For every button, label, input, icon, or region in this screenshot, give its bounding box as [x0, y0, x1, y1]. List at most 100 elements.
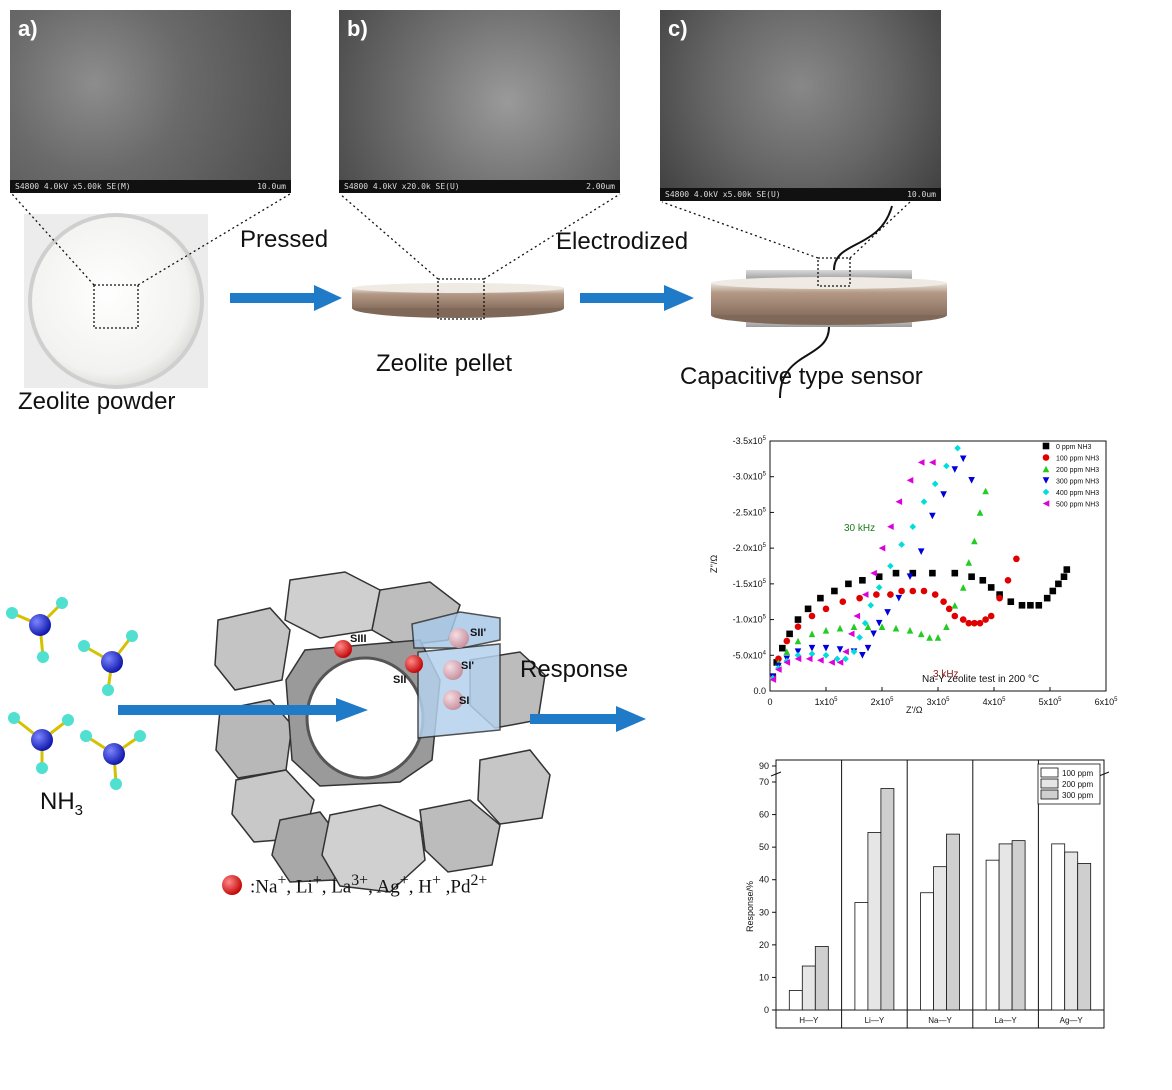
y-tick-label: -3.0x105	[733, 472, 767, 482]
series-3	[769, 455, 975, 681]
series-5	[769, 459, 936, 683]
data-point	[833, 655, 841, 663]
data-point	[783, 637, 791, 645]
data-point	[1043, 594, 1051, 602]
site-label: SIII	[350, 633, 367, 645]
site-sii-prime	[449, 628, 469, 648]
data-point	[853, 612, 861, 620]
cation-sii	[405, 655, 423, 673]
plot-area	[775, 759, 1105, 1029]
data-point	[920, 498, 928, 506]
bar	[985, 859, 1000, 1011]
data-point	[987, 612, 995, 620]
y-tick-label: 60	[759, 810, 769, 820]
data-point	[1013, 555, 1020, 563]
x-tick-label: 5x105	[1039, 697, 1063, 707]
capacitive-sensor	[711, 270, 947, 327]
zoom-box-sensor	[817, 257, 851, 287]
data-point	[943, 462, 950, 470]
data-point	[794, 648, 802, 656]
data-point	[909, 569, 917, 577]
x-category-label: La—Y	[994, 1016, 1017, 1025]
data-point	[917, 548, 925, 556]
data-point	[976, 509, 984, 516]
sem-image-c: c) S4800 4.0kV x5.00k SE(U) 10.0um	[660, 10, 941, 201]
legend-label: 400 ppm NH3	[1056, 490, 1099, 497]
sem-scale-c: 10.0um	[907, 190, 936, 199]
data-point	[996, 591, 1003, 598]
data-point	[773, 659, 781, 666]
data-point	[943, 623, 950, 631]
legend-label: 500 ppm NH3	[1056, 502, 1099, 509]
legend-swatch	[1040, 778, 1059, 789]
sem-image-b: b) S4800 4.0kV x20.0k SE(U) 2.00um	[339, 10, 620, 193]
x-category-label: Li—Y	[865, 1016, 885, 1025]
data-point	[828, 659, 835, 666]
data-point	[968, 573, 975, 581]
data-point	[808, 630, 816, 638]
nh3-subscript: 3	[74, 801, 84, 819]
data-point	[959, 455, 967, 463]
x-tick-label: 3x105	[927, 697, 951, 707]
data-point	[1018, 601, 1026, 609]
y-axis-label: Z''/Ω	[709, 555, 719, 573]
data-point	[920, 587, 928, 595]
freq-label-30khz: 30 kHz	[844, 523, 875, 534]
data-point	[769, 676, 777, 683]
bar	[788, 990, 803, 1011]
sensor-wire-top	[833, 205, 893, 271]
data-point	[965, 619, 973, 627]
data-point	[968, 476, 975, 484]
process-arrow-1	[230, 285, 342, 311]
data-point	[971, 537, 978, 545]
bar	[920, 892, 934, 1011]
data-point	[875, 584, 883, 591]
bar	[1011, 840, 1026, 1011]
data-point	[979, 576, 987, 584]
data-point	[836, 646, 844, 653]
site-label: SI'	[461, 660, 474, 672]
data-point	[917, 630, 925, 638]
data-point	[1004, 576, 1012, 584]
series-4	[769, 444, 961, 682]
bar	[946, 833, 960, 1011]
data-point	[1042, 465, 1050, 473]
bar	[867, 832, 882, 1011]
data-point	[805, 655, 813, 663]
nh3-entry-arrow	[118, 698, 368, 722]
nh3-molecule	[6, 597, 68, 663]
data-point	[887, 562, 894, 570]
data-point	[909, 523, 917, 531]
zoom-line	[339, 193, 439, 280]
legend-label: 200 ppm NH3	[1056, 467, 1099, 474]
site-label: SII'	[470, 627, 486, 639]
zeolite-powder-photo	[24, 213, 208, 389]
data-point	[822, 651, 830, 659]
bar	[933, 866, 947, 1011]
data-point	[867, 601, 875, 609]
legend-swatch	[1040, 789, 1059, 800]
sem-image-a: a) S4800 4.0kV x5.00k SE(M) 10.0um	[10, 10, 291, 193]
data-point	[982, 616, 989, 623]
data-point	[951, 466, 959, 473]
site-si	[443, 690, 463, 710]
zeolite-framework	[214, 571, 551, 893]
data-point	[926, 634, 933, 641]
data-point	[861, 619, 869, 627]
data-point	[906, 573, 914, 581]
zoom-line	[849, 201, 911, 259]
data-point	[909, 587, 917, 595]
data-point	[1007, 598, 1015, 606]
data-point	[965, 559, 973, 566]
data-point	[878, 623, 886, 631]
sensor-label: Capacitive type sensor	[680, 363, 923, 390]
bar	[854, 902, 869, 1011]
data-point	[817, 594, 824, 602]
data-point	[1035, 601, 1043, 609]
data-point	[951, 569, 959, 577]
sem-info-bar-a: S4800 4.0kV x5.00k SE(M) 10.0um	[10, 180, 291, 193]
axis-break	[1098, 771, 1110, 777]
zoom-box-powder	[93, 284, 139, 329]
